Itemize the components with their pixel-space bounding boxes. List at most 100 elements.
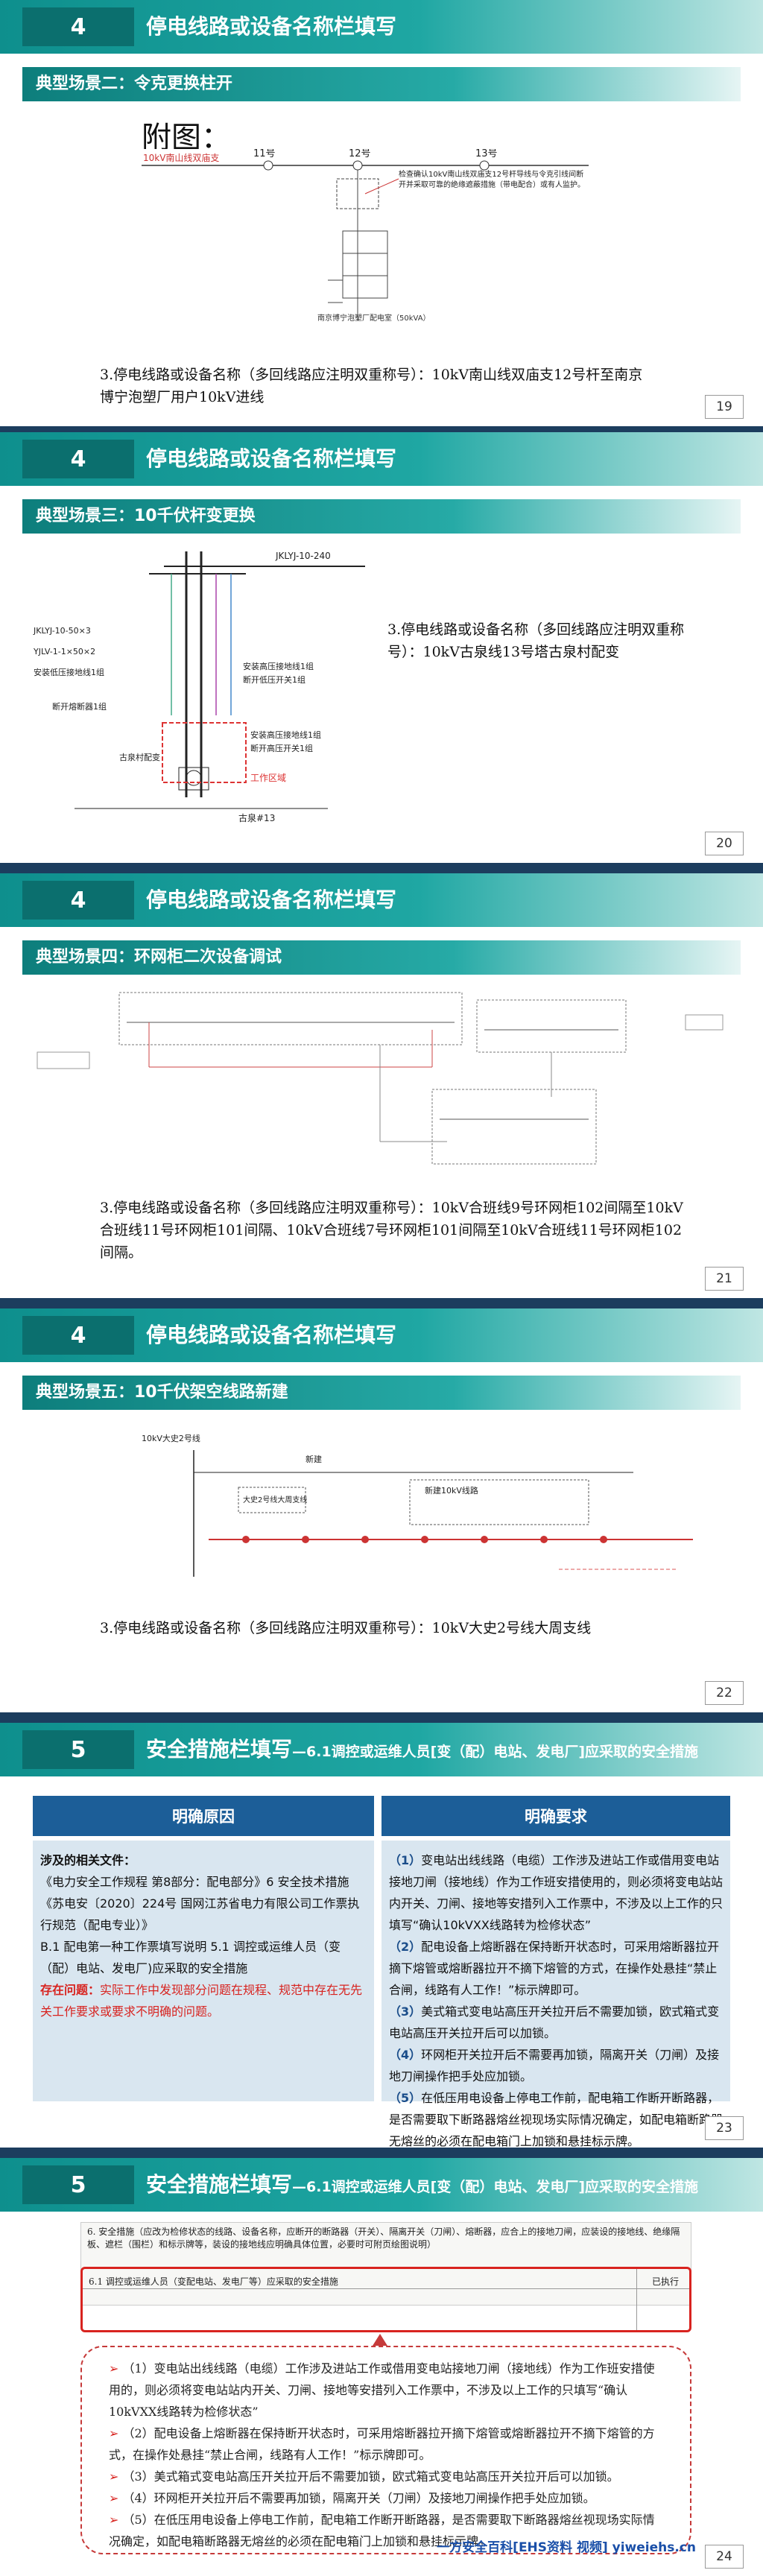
section-number: 4: [22, 7, 134, 46]
page-number: 20: [705, 832, 744, 855]
ticket-row-head: 6.1 调控或运维人员（变配电站、发电厂等）应采取的安全措施: [89, 2276, 338, 2287]
section-number: 5: [22, 1730, 134, 1769]
work-area-label: 工作区域: [250, 773, 286, 783]
bubble-item-5: （5）在低压用电设备上停电工作前，配电箱工作断开断路器，是否需要取下断路器熔丝视…: [109, 2513, 655, 2548]
label-branch: 大史2号线大周支线: [243, 1495, 307, 1504]
diagram-note: 检查确认10kV南山线双庙支12号杆导线与令克引线间断开并采取可靠的绝缘遮蔽措施…: [399, 171, 585, 189]
req-5-num: （5）: [389, 2091, 422, 2105]
req-4: 环网柜开关拉开后不需要再加锁，隔离开关（刀闸）及接地刀闸操作把手处应加锁。: [389, 2048, 720, 2083]
pole-diagram: 10kV南山线双庙支 11号 12号 13号 南京博宁泡塑厂配电室（50kVA）…: [142, 149, 618, 350]
req-4-num: （4）: [389, 2048, 422, 2062]
slide-header: 4 停电线路或设备名称栏填写: [0, 873, 763, 927]
slide-header: 4 停电线路或设备名称栏填写: [0, 432, 763, 486]
req-2: 配电设备上熔断器在保持断开状态时，可采用熔断器拉开摘下熔管或熔断器拉开不摘下熔管…: [389, 1940, 720, 1997]
bubble-item-1: （1）变电站出线线路（电缆）工作涉及进站工作或借用变电站接地刀闸（接地线）作为工…: [109, 2361, 655, 2419]
slide-header: 5 安全措施栏填写—6.1调控或运维人员[变（配）电站、发电厂]应采取的安全措施: [0, 1723, 763, 1776]
overhead-line-diagram: 10kV大史2号线 新建 大史2号线大周支线 新建10kV线路: [112, 1420, 723, 1584]
section-number: 4: [22, 881, 134, 920]
scene-title: 典型场景五：10千伏架空线路新建: [22, 1376, 741, 1410]
line-label-a: 10kV大史2号线: [142, 1433, 200, 1443]
label-l5: 古泉村配变: [119, 752, 160, 762]
col-header-right: 明确要求: [382, 1796, 730, 1836]
title-main: 安全措施栏填写: [146, 2172, 293, 2197]
slide-22: 4 停电线路或设备名称栏填写 典型场景五：10千伏架空线路新建 10kV大史2号…: [0, 1308, 763, 1712]
line-label: JKLYJ-10-240: [275, 551, 331, 561]
scene-title: 典型场景四：环网柜二次设备调试: [22, 940, 741, 975]
col-header-left: 明确原因: [33, 1796, 374, 1836]
slide-20: 4 停电线路或设备名称栏填写 典型场景三：10千伏杆变更换 JKLYJ-10-2…: [0, 432, 763, 863]
page-number: 21: [705, 1267, 744, 1291]
bubble-item-2: （2）配电设备上熔断器在保持断开状态时，可采用熔断器拉开摘下熔管或熔断器拉开不摘…: [109, 2426, 655, 2462]
outage-text: 3.停电线路或设备名称（多回线路应注明双重称号）：10kV大史2号线大周支线: [100, 1620, 592, 1636]
slide-23: 5 安全措施栏填写—6.1调控或运维人员[变（配）电站、发电厂]应采取的安全措施…: [0, 1723, 763, 2148]
label-newline: 新建10kV线路: [425, 1485, 478, 1496]
slide-header: 5 安全措施栏填写—6.1调控或运维人员[变（配）电站、发电厂]应采取的安全措施: [0, 2158, 763, 2212]
req-5: 在低压用电设备上停电工作前，配电箱工作断开断路器，是否需要取下断路器熔丝视现场实…: [389, 2091, 724, 2148]
bubble-item-3: （3）美式箱式变电站高压开关拉开后不需要加锁，欧式箱式变电站高压开关拉开后可以加…: [122, 2469, 619, 2484]
file-1: 《电力安全工作规程 第8部分：配电部分》6 安全技术措施: [40, 1875, 349, 1889]
slide-title: 停电线路或设备名称栏填写: [146, 446, 397, 471]
label-new: 新建: [305, 1454, 322, 1464]
page-number: 22: [705, 1681, 744, 1705]
slide-title: 停电线路或设备名称栏填写: [146, 1323, 397, 1347]
label-r3: 安装高压接地线1组: [250, 730, 321, 740]
watermark: 一方安全百科[EHS资料 视频] yiweiehs.cn: [437, 2540, 696, 2555]
ticket-row-executed: 已执行: [651, 2276, 679, 2287]
file-3: B.1 配电第一种工作票填写说明 5.1 调控或运维人员（变（配）电站、发电厂)…: [40, 1940, 341, 1975]
file-2: 《苏电安〔2020〕224号 国网江苏省电力有限公司工作票执行规范（配电专业）》: [40, 1896, 360, 1932]
scene-title: 典型场景三：10千伏杆变更换: [22, 499, 741, 534]
slide-19: 4 停电线路或设备名称栏填写 典型场景二：令克更换柱开 附图： 10kV南山线双…: [0, 0, 763, 426]
title-main: 安全措施栏填写: [146, 1737, 293, 1762]
ticket-instruction: 6. 安全措施（应改为检修状态的线路、设备名称，应断开的断路器（开关）、隔离开关…: [87, 2227, 680, 2250]
title-sub: —6.1调控或运维人员[变（配）电站、发电厂]应采取的安全措施: [292, 2179, 699, 2195]
ticket-scan: 6. 安全措施（应改为检修状态的线路、设备名称，应断开的断路器（开关）、隔离开关…: [80, 2222, 691, 2306]
transformer-pole-diagram: JKLYJ-10-240 工作区域 JKLYJ-10-50×3 YJLV-1-1…: [30, 544, 380, 827]
outage-text: 3.停电线路或设备名称（多回线路应注明双重称号）：10kV古泉线13号塔古泉村配…: [387, 621, 685, 660]
slide-title: 停电线路或设备名称栏填写: [146, 14, 397, 39]
req-1: 变电站出线线路（电缆）工作涉及进站工作或借用变电站接地刀闸（接地线）作为工作班安…: [389, 1853, 724, 1932]
bubble-item-4: （4）环网柜开关拉开后不需要再加锁，隔离开关（刀闸）及接地刀闸操作把手处应加锁。: [122, 2491, 595, 2505]
slide-title: 安全措施栏填写—6.1调控或运维人员[变（配）电站、发电厂]应采取的安全措施: [146, 1733, 698, 1768]
slide-header: 4 停电线路或设备名称栏填写: [0, 1308, 763, 1362]
slide-title: 停电线路或设备名称栏填写: [146, 887, 397, 912]
page-number: 24: [705, 2545, 744, 2569]
page-number: 19: [705, 395, 744, 419]
slide-title: 安全措施栏填写—6.1调控或运维人员[变（配）电站、发电厂]应采取的安全措施: [146, 2168, 698, 2203]
section-number: 4: [22, 440, 134, 478]
label-l2: YJLV-1-1×50×2: [33, 647, 95, 656]
outage-text: 3.停电线路或设备名称（多回线路应注明双重称号）：10kV合班线9号环网柜102…: [100, 1200, 683, 1261]
problem-label: 存在问题：: [40, 1983, 101, 1997]
page-number: 23: [705, 2116, 744, 2140]
reason-cell: 涉及的相关文件： 《电力安全工作规程 第8部分：配电部分》6 安全技术措施 《苏…: [33, 1841, 374, 2101]
req-2-num: （2）: [389, 1940, 422, 1954]
req-3: 美式箱式变电站高压开关拉开后不需要加锁，欧式箱式变电站高压开关拉开后可以加锁。: [389, 2004, 720, 2040]
title-sub: —6.1调控或运维人员[变（配）电站、发电厂]应采取的安全措施: [292, 1744, 699, 1760]
slide-21: 4 停电线路或设备名称栏填写 典型场景四：环网柜二次设备调试 3.停电线路或设备…: [0, 873, 763, 1298]
scene-title: 典型场景二：令克更换柱开: [22, 67, 741, 101]
ring-main-unit-diagram: [30, 985, 733, 1179]
transformer-label: 南京博宁泡塑厂配电室（50kVA）: [317, 313, 431, 323]
pole-12-label: 12号: [349, 149, 371, 159]
pole-label: 古泉#13: [238, 812, 275, 823]
outage-text: 3.停电线路或设备名称（多回线路应注明双重称号）：10kV南山线双庙支12号杆至…: [100, 367, 643, 405]
label-l4: 断开熔断器1组: [52, 701, 107, 712]
req-1-num: （1）: [389, 1853, 422, 1867]
pole-11-label: 11号: [253, 149, 276, 159]
label-r1: 安装高压接地线1组: [243, 661, 314, 671]
measures-bubble: ➢ （1）变电站出线线路（电缆）工作涉及进站工作或借用变电站接地刀闸（接地线）作…: [80, 2346, 691, 2554]
diagram-line-label: 10kV南山线双庙支: [143, 152, 219, 163]
label-r4: 断开高压开关1组: [250, 743, 313, 753]
pole-13-label: 13号: [475, 149, 498, 159]
slide-header: 4 停电线路或设备名称栏填写: [0, 0, 763, 54]
label-r2: 断开低压开关1组: [243, 674, 305, 685]
label-l1: JKLYJ-10-50×3: [33, 626, 91, 636]
slide-24: 5 安全措施栏填写—6.1调控或运维人员[变（配）电站、发电厂]应采取的安全措施…: [0, 2158, 763, 2576]
measures-row-box: 6.1 调控或运维人员（变配电站、发电厂等）应采取的安全措施 已执行: [80, 2267, 691, 2332]
files-label: 涉及的相关文件：: [40, 1853, 136, 1867]
requirement-cell: （1）变电站出线线路（电缆）工作涉及进站工作或借用变电站接地刀闸（接地线）作为工…: [382, 1841, 730, 2148]
label-l3: 安装低压接地线1组: [34, 667, 104, 677]
section-number: 4: [22, 1316, 134, 1355]
req-3-num: （3）: [389, 2004, 422, 2019]
section-number: 5: [22, 2165, 134, 2204]
problem-text: 实际工作中发现部分问题在规程、规范中存在无先关工作要求或要求不明确的问题。: [40, 1983, 363, 2019]
